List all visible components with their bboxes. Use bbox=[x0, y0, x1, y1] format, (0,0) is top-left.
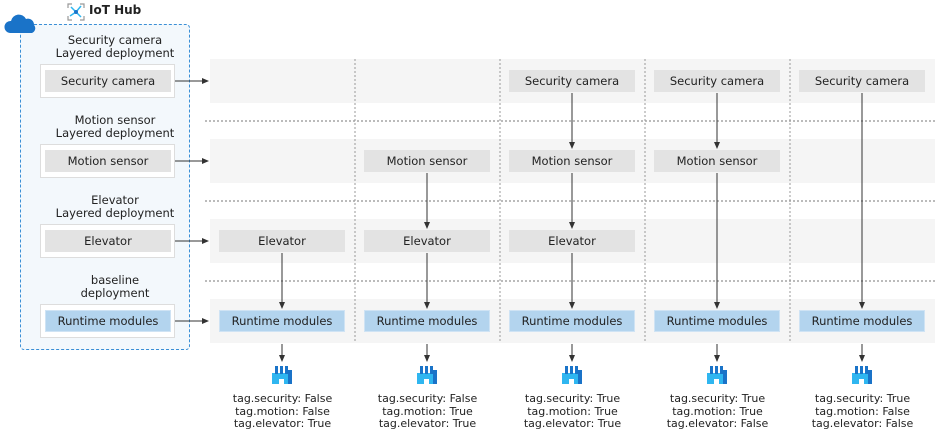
deployment-card[interactable]: Elevator bbox=[40, 224, 175, 258]
module-security: Security camera bbox=[509, 70, 635, 92]
module-runtime: Runtime modules bbox=[219, 310, 345, 332]
module-runtime: Runtime modules bbox=[364, 310, 490, 332]
module-security: Security camera bbox=[799, 70, 925, 92]
module-elevator: Elevator bbox=[509, 230, 635, 252]
device-tag: tag.motion: True bbox=[382, 404, 473, 418]
deployment-type: Layered deployment bbox=[55, 206, 175, 220]
iot-hub-title: IoT Hub bbox=[89, 3, 142, 17]
device-tag: tag.elevator: True bbox=[378, 417, 477, 430]
module-motion: Motion sensor bbox=[364, 150, 490, 172]
deployment-name: Motion sensor bbox=[74, 113, 156, 127]
cloud-icon bbox=[4, 14, 36, 33]
module-runtime: Runtime modules bbox=[509, 310, 635, 332]
device-factory-icon bbox=[417, 366, 437, 384]
module-security: Security camera bbox=[654, 70, 780, 92]
device-tag: tag.elevator: False bbox=[666, 417, 769, 430]
module-elevator: Elevator bbox=[219, 230, 345, 252]
device-tag: tag.motion: False bbox=[235, 404, 330, 418]
device-tag: tag.elevator: False bbox=[811, 417, 914, 430]
iot-hub-icon bbox=[67, 3, 85, 21]
device-tag: tag.security: True bbox=[669, 392, 766, 405]
deployment-type: Layered deployment bbox=[55, 46, 175, 60]
deployment-name: Elevator bbox=[91, 193, 139, 207]
deployment-card[interactable]: Security camera bbox=[40, 64, 175, 98]
deployment-name: Security camera bbox=[67, 33, 163, 47]
device-tag: tag.motion: False bbox=[815, 404, 910, 418]
device-tag: tag.security: True bbox=[814, 392, 911, 405]
module-runtime: Runtime modules bbox=[654, 310, 780, 332]
module-motion: Motion sensor bbox=[509, 150, 635, 172]
deployment-module: Security camera bbox=[45, 70, 171, 92]
device-tag: tag.motion: True bbox=[527, 404, 618, 418]
module-motion: Motion sensor bbox=[654, 150, 780, 172]
deployment-type: Layered deployment bbox=[55, 126, 175, 140]
device-factory-icon bbox=[852, 366, 872, 384]
device-factory-icon bbox=[707, 366, 727, 384]
device-factory-icon bbox=[272, 366, 292, 384]
module-elevator: Elevator bbox=[364, 230, 490, 252]
deployment-module: Motion sensor bbox=[45, 150, 171, 172]
deployment-module: Elevator bbox=[45, 230, 171, 252]
device-tag: tag.security: True bbox=[524, 392, 621, 405]
device-tag: tag.security: False bbox=[377, 392, 478, 405]
deployment-card[interactable]: Motion sensor bbox=[40, 144, 175, 178]
deployment-card[interactable]: Runtime modules bbox=[40, 304, 175, 338]
device-tag: tag.elevator: True bbox=[233, 417, 332, 430]
module-runtime: Runtime modules bbox=[799, 310, 925, 332]
device-factory-icon bbox=[562, 366, 582, 384]
deployment-name: baseline bbox=[90, 273, 140, 287]
deployment-type: deployment bbox=[80, 286, 150, 300]
device-tag: tag.motion: True bbox=[672, 404, 763, 418]
device-tag: tag.security: False bbox=[232, 392, 333, 405]
deployment-module: Runtime modules bbox=[45, 310, 171, 332]
device-tag: tag.elevator: True bbox=[523, 417, 622, 430]
